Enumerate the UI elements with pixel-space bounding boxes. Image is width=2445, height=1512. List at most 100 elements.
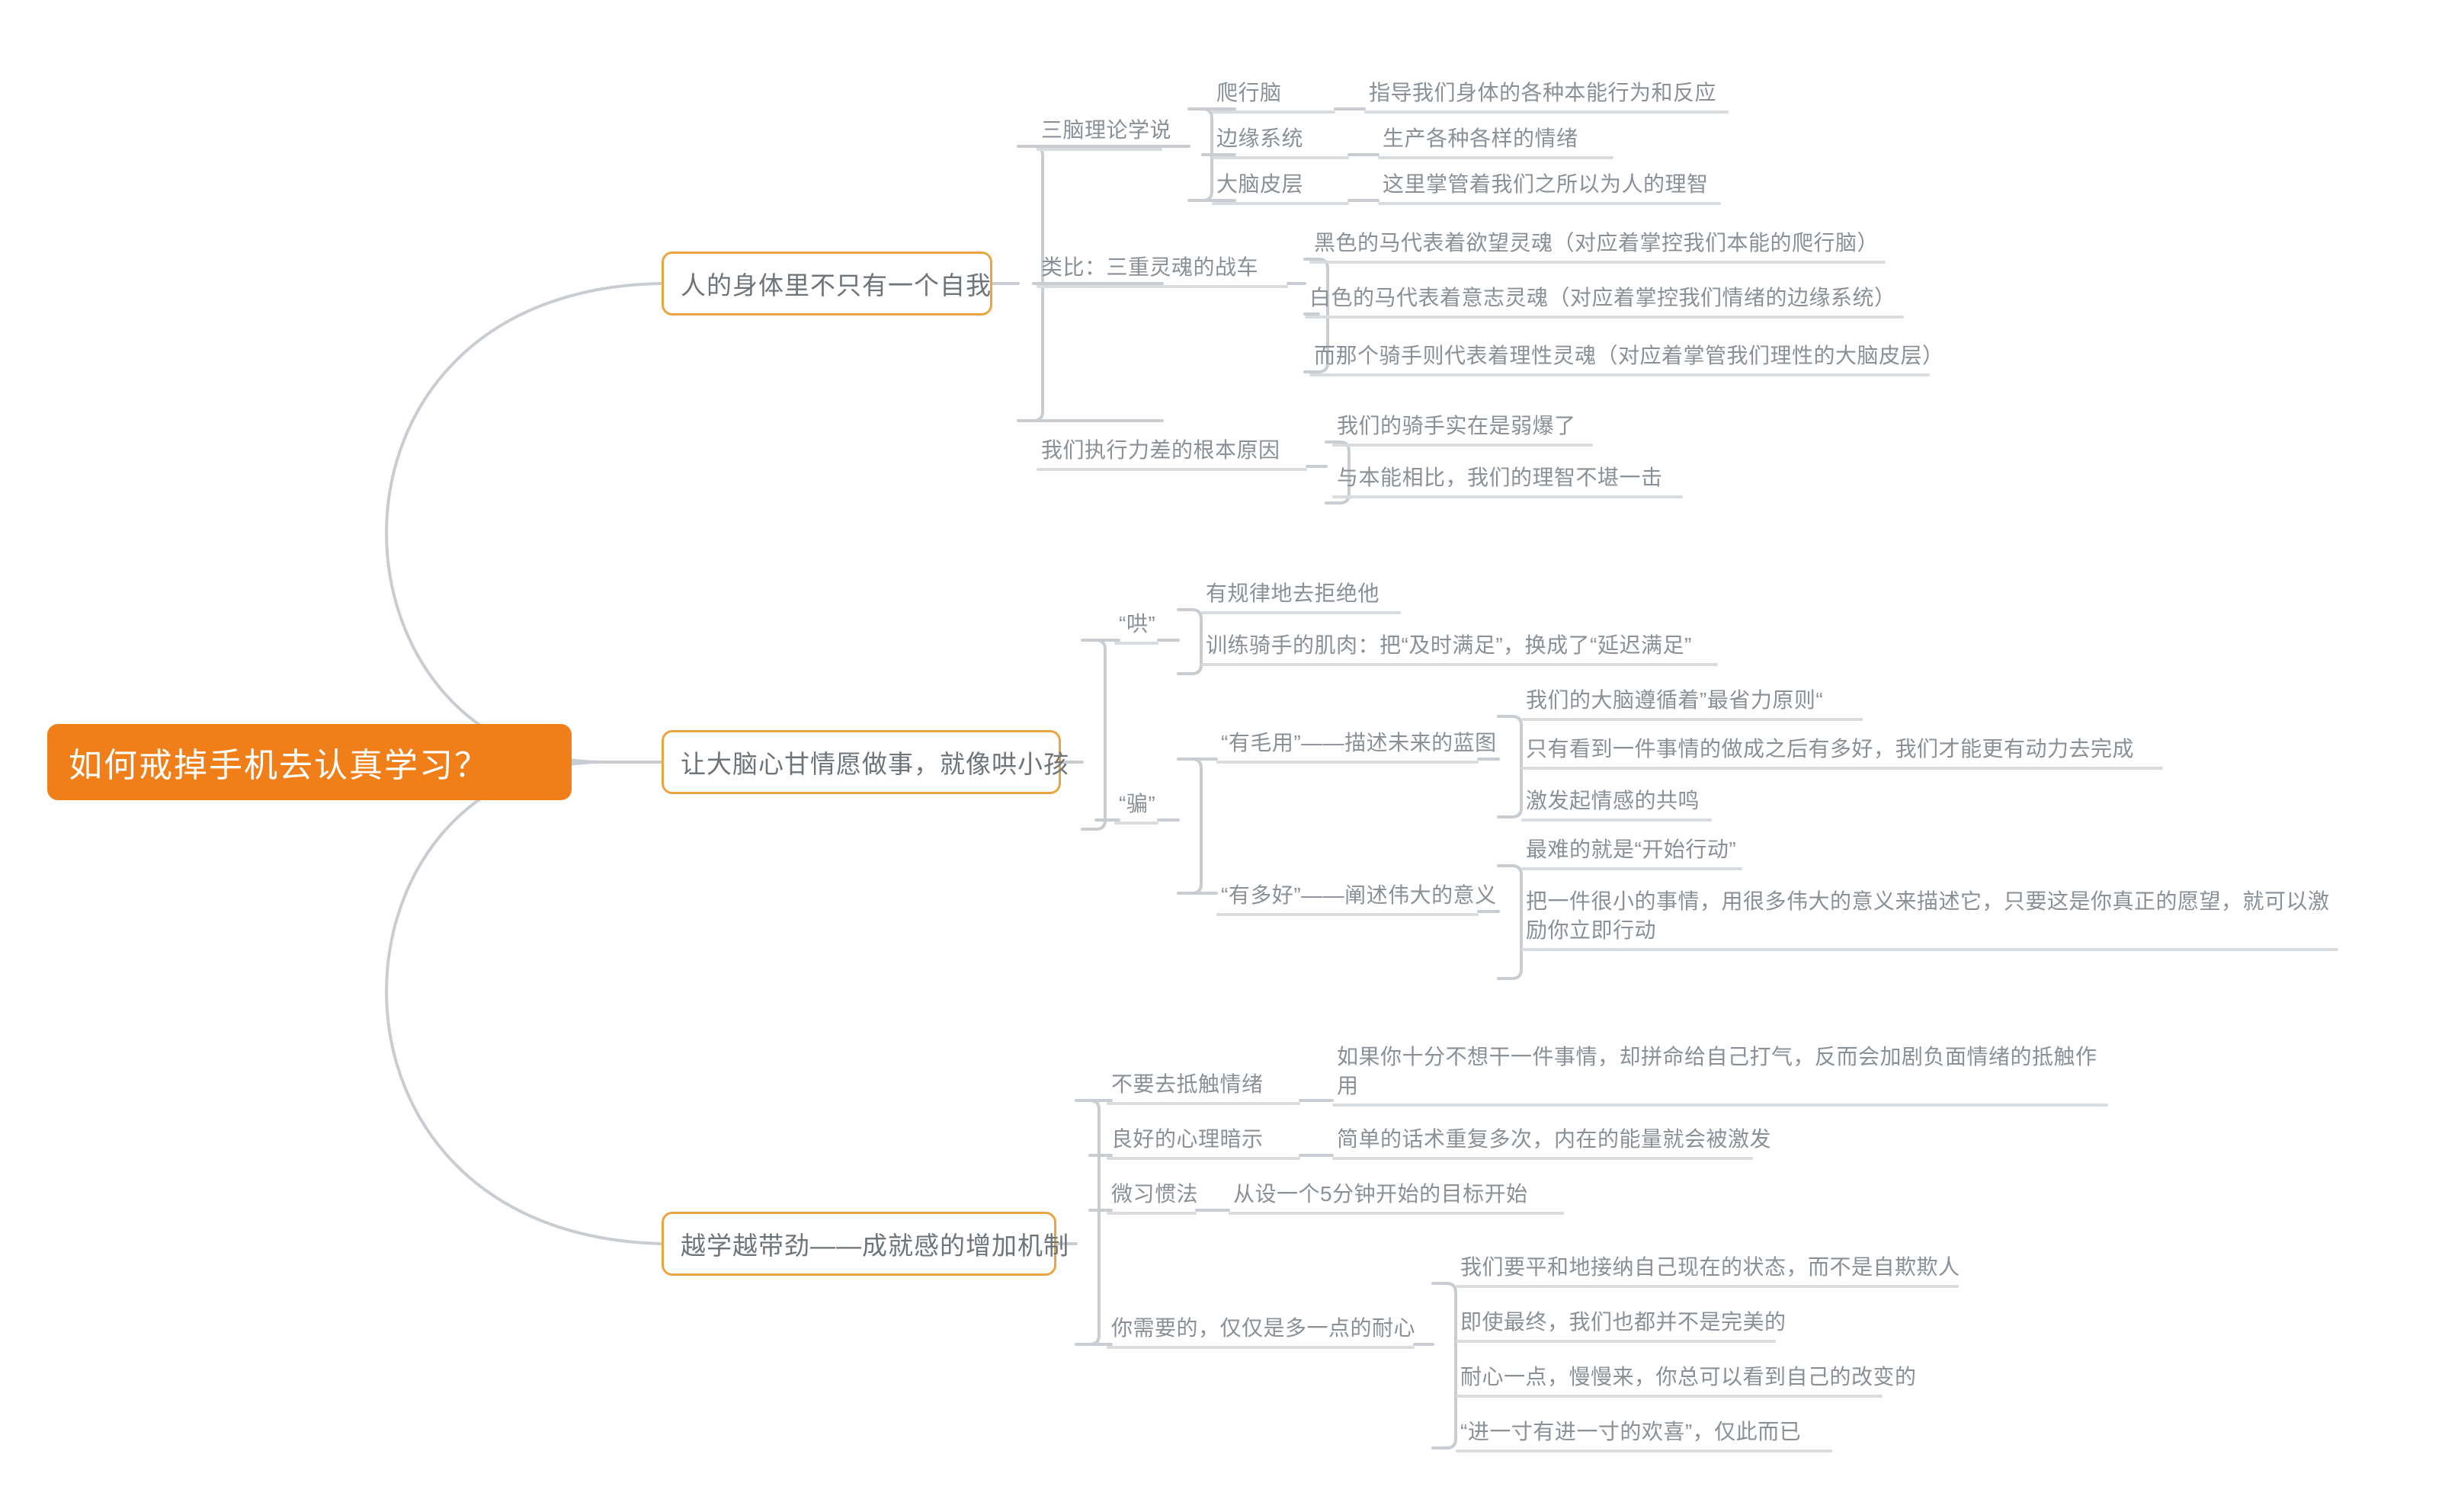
root-title: 如何戒掉手机去认真学习？: [69, 747, 489, 784]
node-label: 从设一个5分钟开始的目标开始: [1233, 1182, 1528, 1206]
node-激发起情感的共鸣[interactable]: 激发起情感的共鸣: [1521, 786, 1712, 822]
b2c2k2-bracket: [1497, 864, 1523, 980]
node-label: 良好的心理暗示: [1111, 1127, 1264, 1151]
node-label: “有多好”——阐述伟大的意义: [1221, 883, 1497, 907]
node-rule: [1364, 111, 1729, 114]
node-rule: [1332, 444, 1593, 447]
node-label: “哄”: [1119, 612, 1156, 636]
node-骑手[interactable]: 而那个骑手则代表着理性灵魂（对应着掌管我们理性的大脑皮层）: [1309, 341, 1944, 376]
node-最难的就是开始行动[interactable]: 最难的就是“开始行动”: [1521, 835, 1742, 870]
node-label: 与本能相比，我们的理智不堪一击: [1337, 466, 1663, 489]
node-把一件很小的事情[interactable]: 把一件很小的事情，用很多伟大的意义来描述它，只要这是你真正的愿望，就可以激励你立…: [1521, 887, 2338, 951]
root-to-branch-3: [385, 761, 663, 1245]
node-有毛用[interactable]: “有毛用”——描述未来的蓝图: [1216, 729, 1497, 764]
node-微习惯法[interactable]: 微习惯法: [1107, 1180, 1198, 1215]
node-label: 我们要平和地接纳自己现在的状态，而不是自欺欺人: [1460, 1255, 1960, 1279]
node-rule: [1305, 316, 1904, 319]
node-大脑皮层[interactable]: 大脑皮层: [1212, 170, 1349, 205]
node-rule: [1521, 818, 1712, 822]
node-有多好[interactable]: “有多好”——阐述伟大的意义: [1216, 881, 1497, 916]
root-node[interactable]: 如何戒掉手机去认真学习？: [47, 724, 572, 800]
b2c2-bracket: [1177, 758, 1203, 895]
node-心理暗示-detail[interactable]: 简单的话术重复多次，内在的能量就会被激发: [1332, 1125, 1771, 1160]
b2c1-bracket: [1177, 608, 1203, 675]
node-rule: [1201, 663, 1718, 666]
node-良好的心理暗示[interactable]: 良好的心理暗示: [1107, 1125, 1300, 1160]
node-rule: [1229, 1212, 1564, 1215]
node-抵触情绪-detail[interactable]: 如果你十分不想干一件事情，却拼命给自己打气，反而会加剧负面情绪的抵触作用: [1332, 1043, 2108, 1107]
node-label: 类比：三重灵魂的战车: [1041, 255, 1259, 279]
node-三脑理论学说[interactable]: 三脑理论学说: [1037, 116, 1171, 151]
node-骑手弱爆了[interactable]: 我们的骑手实在是弱爆了: [1332, 412, 1593, 447]
node-label: 训练骑手的肌肉：把“及时满足”，换成了“延迟满足”: [1206, 633, 1692, 657]
node-rule: [1107, 1346, 1415, 1349]
node-label: 如果你十分不想干一件事情，却拼命给自己打气，反而会加剧负面情绪的抵触作用: [1337, 1045, 2097, 1097]
node-label: 指导我们身体的各种本能行为和反应: [1369, 81, 1717, 104]
node-rule: [1216, 761, 1479, 764]
node-rule: [1521, 767, 2163, 770]
node-进一寸有进一寸的欢喜[interactable]: “进一寸有进一寸的欢喜”，仅此而已: [1456, 1418, 1832, 1453]
node-label: “进一寸有进一寸的欢喜”，仅此而已: [1460, 1420, 1802, 1443]
node-rule: [1107, 1157, 1300, 1160]
node-label: 爬行脑: [1216, 81, 1282, 104]
node-大脑皮层-detail[interactable]: 这里掌管着我们之所以为人的理智: [1378, 170, 1721, 205]
node-label: 把一件很小的事情，用很多伟大的意义来描述它，只要这是你真正的愿望，就可以激励你立…: [1526, 889, 2330, 942]
node-有规律地去拒绝他[interactable]: 有规律地去拒绝他: [1201, 579, 1401, 614]
node-rule: [1332, 1157, 1753, 1160]
node-label: 我们执行力差的根本原因: [1041, 438, 1280, 462]
node-黑马[interactable]: 黑色的马代表着欲望灵魂（对应着掌控我们本能的爬行脑）: [1309, 229, 1886, 264]
node-耐心一点慢慢来[interactable]: 耐心一点，慢慢来，你总可以看到自己的改变的: [1456, 1363, 1917, 1398]
node-平和地接纳自己[interactable]: 我们要平和地接纳自己现在的状态，而不是自欺欺人: [1456, 1253, 1960, 1288]
node-rule: [1114, 822, 1158, 825]
node-微习惯法-detail[interactable]: 从设一个5分钟开始的目标开始: [1229, 1180, 1564, 1215]
node-爬行脑-detail[interactable]: 指导我们身体的各种本能行为和反应: [1364, 78, 1729, 114]
node-最省力原则[interactable]: 我们的大脑遵循着”最省力原则“: [1521, 686, 1863, 721]
node-理智不堪一击[interactable]: 与本能相比，我们的理智不堪一击: [1332, 463, 1683, 498]
node-label: 大脑皮层: [1216, 172, 1304, 196]
node-rule: [1212, 202, 1349, 205]
node-边缘系统-detail[interactable]: 生产各种各样的情绪: [1378, 124, 1613, 159]
node-label: 耐心一点，慢慢来，你总可以看到自己的改变的: [1460, 1365, 1917, 1389]
node-label: 而那个骑手则代表着理性灵魂（对应着掌管我们理性的大脑皮层）: [1314, 344, 1944, 367]
branch-2-label: 让大脑心甘情愿做事，就像哄小孩: [681, 750, 1069, 778]
root-to-branch-1: [385, 282, 663, 764]
node-即使最终并不完美[interactable]: 即使最终，我们也都并不是完美的: [1456, 1308, 1786, 1343]
node-执行力差根本原因[interactable]: 我们执行力差的根本原因: [1037, 436, 1307, 471]
b2c2k1-bracket: [1497, 715, 1523, 818]
node-哄[interactable]: “哄”: [1114, 610, 1158, 645]
branch-node-2[interactable]: 让大脑心甘情愿做事，就像哄小孩: [662, 730, 1069, 794]
node-label: 边缘系统: [1216, 127, 1304, 150]
branch-node-3[interactable]: 越学越带劲——成就感的增加机制: [662, 1212, 1069, 1276]
node-rule: [1456, 1285, 1959, 1288]
node-rule: [1456, 1340, 1776, 1343]
node-rule: [1456, 1395, 1883, 1398]
node-label: 生产各种各样的情绪: [1383, 127, 1578, 150]
node-rule: [1309, 373, 1930, 376]
node-爬行脑[interactable]: 爬行脑: [1212, 78, 1335, 114]
node-label: 你需要的，仅仅是多一点的耐心: [1111, 1316, 1416, 1340]
branch-node-1[interactable]: 人的身体里不只有一个自我: [662, 251, 992, 316]
node-rule: [1037, 148, 1162, 151]
node-训练骑手的肌肉[interactable]: 训练骑手的肌肉：把“及时满足”，换成了“延迟满足”: [1201, 631, 1718, 666]
node-label: 这里掌管着我们之所以为人的理智: [1383, 172, 1709, 196]
node-白马[interactable]: 白色的马代表着意志灵魂（对应着掌控我们情绪的边缘系统）: [1305, 284, 1904, 319]
node-rule: [1212, 156, 1349, 159]
node-label: 激发起情感的共鸣: [1526, 789, 1700, 812]
node-rule: [1521, 718, 1863, 721]
node-rule: [1378, 156, 1613, 159]
node-不要去抵触情绪[interactable]: 不要去抵触情绪: [1107, 1070, 1300, 1105]
node-rule: [1332, 1104, 2108, 1107]
node-rule: [1456, 1450, 1832, 1453]
node-类比三重灵魂的战车[interactable]: 类比：三重灵魂的战车: [1037, 253, 1288, 288]
node-边缘系统[interactable]: 边缘系统: [1212, 124, 1349, 159]
node-你需要的仅仅是多一点的耐心[interactable]: 你需要的，仅仅是多一点的耐心: [1107, 1314, 1415, 1349]
node-rule: [1107, 1102, 1300, 1105]
node-label: “有毛用”——描述未来的蓝图: [1221, 731, 1497, 754]
node-rule: [1037, 285, 1288, 288]
node-label: “骗”: [1119, 792, 1156, 815]
node-骗[interactable]: “骗”: [1114, 790, 1158, 825]
node-看到做成之后有多好[interactable]: 只有看到一件事情的做成之后有多好，我们才能更有动力去完成: [1521, 735, 2163, 770]
node-rule: [1037, 468, 1307, 471]
node-rule: [1216, 913, 1479, 916]
